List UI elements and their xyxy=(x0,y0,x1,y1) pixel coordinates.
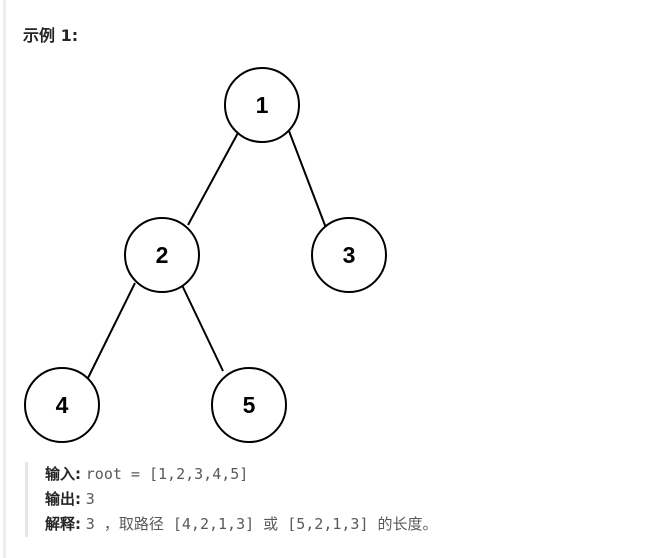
output-label: 输出: xyxy=(45,490,81,508)
explanation-label: 解释: xyxy=(45,515,81,533)
input-value: root = [1,2,3,4,5] xyxy=(85,465,249,483)
tree-node-2: 2 xyxy=(124,217,200,293)
input-label: 输入: xyxy=(45,465,81,483)
explanation-line: 解释: 3 ，取路径 [4,2,1,3] 或 [5,2,1,3] 的长度。 xyxy=(45,512,605,537)
edge-2-4 xyxy=(87,282,136,379)
explanation-value: 3 ，取路径 [4,2,1,3] 或 [5,2,1,3] 的长度。 xyxy=(85,515,438,533)
output-value: 3 xyxy=(85,490,95,508)
tree-node-1: 1 xyxy=(224,67,300,143)
tree-node-label: 5 xyxy=(243,392,256,418)
edge-1-3 xyxy=(288,130,327,229)
binary-tree-diagram: 1 2 3 4 5 xyxy=(24,67,387,443)
tree-node-label: 1 xyxy=(256,92,269,118)
tree-node-label: 4 xyxy=(56,392,69,418)
left-border xyxy=(3,0,6,558)
tree-node-3: 3 xyxy=(311,217,387,293)
edge-2-5 xyxy=(180,282,224,372)
edge-1-2 xyxy=(187,130,240,226)
tree-node-label: 3 xyxy=(343,242,356,268)
tree-node-5: 5 xyxy=(211,367,287,443)
tree-node-label: 2 xyxy=(156,242,169,268)
output-line: 输出: 3 xyxy=(45,487,605,512)
example-title: 示例 1: xyxy=(23,26,79,45)
input-line: 输入: root = [1,2,3,4,5] xyxy=(45,462,605,487)
example-io-block: 输入: root = [1,2,3,4,5] 输出: 3 解释: 3 ，取路径 … xyxy=(25,462,605,537)
tree-node-4: 4 xyxy=(24,367,100,443)
